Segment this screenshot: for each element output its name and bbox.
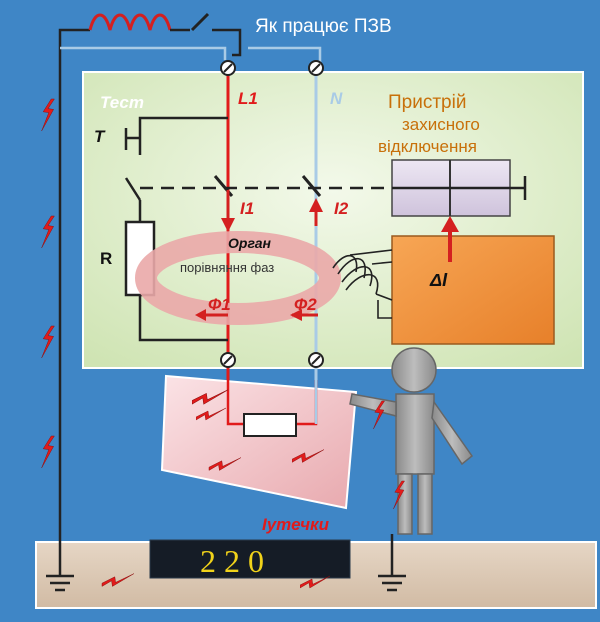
- label-n: N: [330, 89, 343, 108]
- earth-left-icon: [46, 530, 74, 592]
- label-phi2: Ф2: [294, 295, 317, 314]
- current-arrows: [195, 190, 323, 321]
- load-resistor: [243, 413, 297, 437]
- label-leak-current: Iутечки: [262, 515, 330, 534]
- relay-box: [391, 235, 555, 345]
- device-name-line3: відключення: [378, 137, 477, 156]
- device-name-line2: захисного: [402, 115, 480, 134]
- device-name-line1: Пристрій: [388, 92, 466, 113]
- label-delta-i: ΔI: [429, 270, 448, 290]
- label-comparison: порівняння фаз: [180, 260, 274, 275]
- sense-coil: [332, 249, 393, 319]
- label-organ: Орган: [228, 235, 272, 251]
- terminals: [220, 60, 324, 368]
- diagram-title: Як працює ПЗВ: [255, 16, 392, 37]
- voltage-readout: 2 2 0: [200, 543, 264, 579]
- voltage-display: [149, 539, 351, 579]
- trip-latch: [391, 159, 527, 217]
- label-test: Тест: [100, 93, 144, 112]
- label-r: R: [100, 249, 112, 268]
- comparison-ring: [135, 231, 341, 325]
- load-panel: [160, 374, 358, 510]
- label-i1: I1: [240, 199, 254, 218]
- label-phi1: Ф1: [208, 295, 231, 314]
- label-i2: I2: [334, 199, 349, 218]
- label-t: Т: [94, 127, 106, 146]
- earth-right-icon: [378, 534, 406, 592]
- person-figure: [349, 347, 474, 535]
- test-circuit: [124, 116, 228, 342]
- label-l1: L1: [238, 89, 258, 108]
